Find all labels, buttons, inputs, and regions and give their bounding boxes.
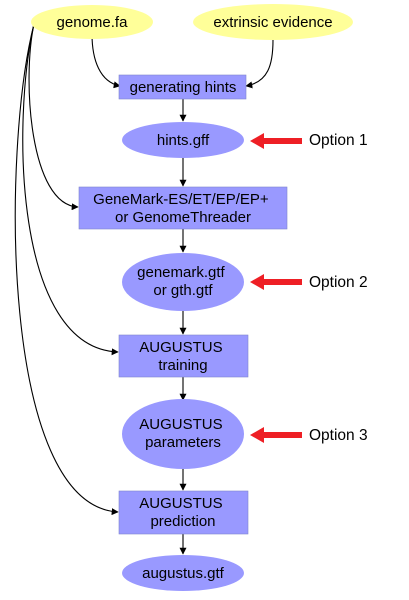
edges [14, 23, 274, 555]
genemark-gtf-label: genemark.gtf or gth.gtf [137, 264, 229, 299]
node-hints-gff: hints.gff [122, 122, 244, 158]
option-3: Option 3 [250, 427, 368, 444]
option-3-label: Option 3 [309, 427, 368, 444]
extrinsic-label: extrinsic evidence [213, 14, 332, 31]
option-1-arrow-icon [250, 133, 302, 149]
parameters-ellipse [122, 399, 244, 469]
generating-hints-label: generating hints [130, 79, 237, 96]
node-genome: genome.fa [31, 5, 153, 39]
node-generating-hints: generating hints [118, 74, 247, 100]
edge-genome-to-training [22, 23, 119, 356]
option-2-label: Option 2 [309, 274, 368, 291]
generating-hints-box [118, 74, 247, 100]
prediction-box [118, 490, 249, 535]
node-augustus-parameters: AUGUSTUS parameters [122, 399, 244, 469]
augustus-gtf-label: augustus.gtf [142, 565, 225, 582]
genemark-line-2: or GenomeThreader [115, 209, 251, 226]
genome-label: genome.fa [57, 14, 129, 31]
genemark-gtf-line-1: genemark.gtf [137, 264, 225, 281]
hints-gff-line-1: hints.gff [157, 132, 210, 149]
genemark-gtf-ellipse [122, 253, 244, 311]
extrinsic-label-line-1: extrinsic evidence [213, 14, 332, 31]
genemark-gtf-line-2: or gth.gtf [153, 282, 213, 299]
hints-gff-label: hints.gff [157, 132, 210, 149]
generating-hints-line-1: generating hints [130, 79, 237, 96]
augustus-gtf-ellipse [122, 555, 244, 591]
option-2: Option 2 [250, 274, 368, 291]
genemark-label: GeneMark-ES/ET/EP/EP+ or GenomeThreader [93, 191, 273, 226]
option-1-label: Option 1 [309, 132, 368, 149]
edge-genome-to-genemark [28, 23, 79, 211]
prediction-label: AUGUSTUS prediction [139, 495, 227, 530]
parameters-line-1: AUGUSTUS [139, 416, 222, 433]
prediction-line-2: prediction [150, 513, 215, 530]
genome-ellipse [31, 5, 153, 39]
edge-genome-to-prediction [14, 23, 119, 516]
hints-gff-ellipse [122, 122, 244, 158]
node-extrinsic-evidence: extrinsic evidence [193, 4, 353, 40]
parameters-label: AUGUSTUS parameters [139, 416, 227, 451]
prediction-line-1: AUGUSTUS [139, 495, 222, 512]
genemark-box [78, 186, 288, 230]
node-augustus-gtf: augustus.gtf [122, 555, 244, 591]
genome-label-line-1: genome.fa [57, 14, 129, 31]
option-2-arrow-icon [250, 274, 302, 290]
parameters-line-2: parameters [145, 434, 221, 451]
option-3-arrow-icon [250, 427, 302, 443]
edge-genome-to-hints [91, 33, 121, 89]
training-label: AUGUSTUS training [139, 339, 227, 374]
node-augustus-prediction: AUGUSTUS prediction [118, 490, 249, 535]
node-genemark-gtf: genemark.gtf or gth.gtf [122, 253, 244, 311]
edge-extrinsic-to-hints [245, 39, 274, 89]
augustus-gtf-line-1: augustus.gtf [142, 565, 225, 582]
node-augustus-training: AUGUSTUS training [118, 334, 249, 378]
training-box [118, 334, 249, 378]
node-genemark: GeneMark-ES/ET/EP/EP+ or GenomeThreader [78, 186, 288, 230]
extrinsic-ellipse [193, 4, 353, 40]
training-line-2: training [158, 357, 207, 374]
training-line-1: AUGUSTUS [139, 339, 222, 356]
option-1: Option 1 [250, 132, 368, 149]
genemark-line-1: GeneMark-ES/ET/EP/EP+ [93, 191, 269, 208]
